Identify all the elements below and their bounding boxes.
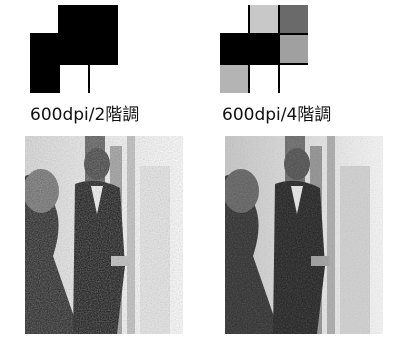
pattern-cell	[60, 5, 88, 33]
pattern-cell	[280, 35, 308, 63]
pattern-cell	[280, 65, 308, 93]
pattern-cell	[60, 65, 88, 93]
pattern-cell	[90, 65, 118, 93]
pattern-cell	[30, 35, 58, 63]
dither-pattern-4-level	[220, 5, 308, 93]
pattern-cell	[250, 5, 278, 33]
pattern-cell	[90, 5, 118, 33]
photo-4-level-sample	[225, 136, 383, 334]
pattern-cell	[250, 65, 278, 93]
pattern-cell	[280, 5, 308, 33]
pattern-cell	[30, 5, 58, 33]
pattern-cell	[220, 5, 248, 33]
pattern-cell	[60, 35, 88, 63]
pattern-cell	[30, 65, 58, 93]
pattern-cell	[220, 35, 248, 63]
dither-pattern-2-level	[30, 5, 118, 93]
label-4-level: 600dpi/4階調	[222, 105, 332, 125]
label-2-level: 600dpi/2階調	[30, 105, 140, 125]
pattern-cell	[250, 35, 278, 63]
pattern-cell	[90, 35, 118, 63]
pattern-cell	[220, 65, 248, 93]
photo-2-level-sample	[25, 136, 183, 334]
